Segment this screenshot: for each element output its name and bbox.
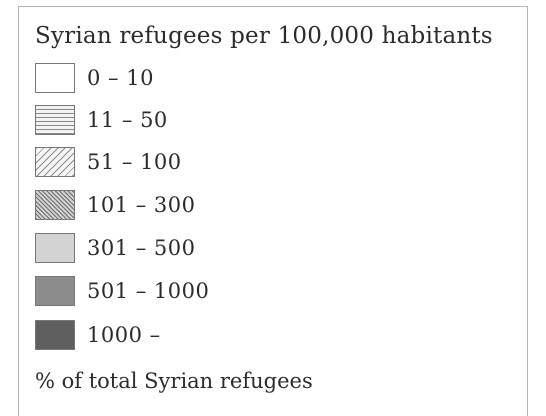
legend-label: 0 – 10 bbox=[87, 66, 154, 90]
legend-swatch-dark-grey bbox=[35, 320, 75, 350]
legend-label: 101 – 300 bbox=[87, 193, 196, 217]
legend-footer: % of total Syrian refugees bbox=[35, 369, 313, 393]
legend-swatch-diagonal-light bbox=[35, 147, 75, 177]
legend-item-0-10: 0 – 10 bbox=[35, 61, 154, 95]
legend-label: 11 – 50 bbox=[87, 108, 168, 132]
legend-label: 301 – 500 bbox=[87, 236, 196, 260]
legend-swatch-horizontal-lines bbox=[35, 105, 75, 135]
legend-label: 501 – 1000 bbox=[87, 279, 210, 303]
legend-item-51-100: 51 – 100 bbox=[35, 145, 182, 179]
legend-swatch-light-grey bbox=[35, 233, 75, 263]
legend-swatch-empty bbox=[35, 63, 75, 93]
legend-title: Syrian refugees per 100,000 habitants bbox=[35, 23, 493, 49]
legend-item-501-1000: 501 – 1000 bbox=[35, 274, 209, 308]
legend-swatch-diagonal-dense bbox=[35, 190, 75, 220]
legend-label: 1000 – bbox=[87, 323, 161, 347]
legend-swatch-mid-grey bbox=[35, 276, 75, 306]
legend-item-101-300: 101 – 300 bbox=[35, 188, 196, 222]
legend-item-1000-plus: 1000 – bbox=[35, 318, 161, 352]
legend-item-301-500: 301 – 500 bbox=[35, 231, 196, 265]
map-legend: Syrian refugees per 100,000 habitants 0 … bbox=[18, 6, 528, 416]
legend-item-11-50: 11 – 50 bbox=[35, 103, 168, 137]
legend-label: 51 – 100 bbox=[87, 150, 182, 174]
